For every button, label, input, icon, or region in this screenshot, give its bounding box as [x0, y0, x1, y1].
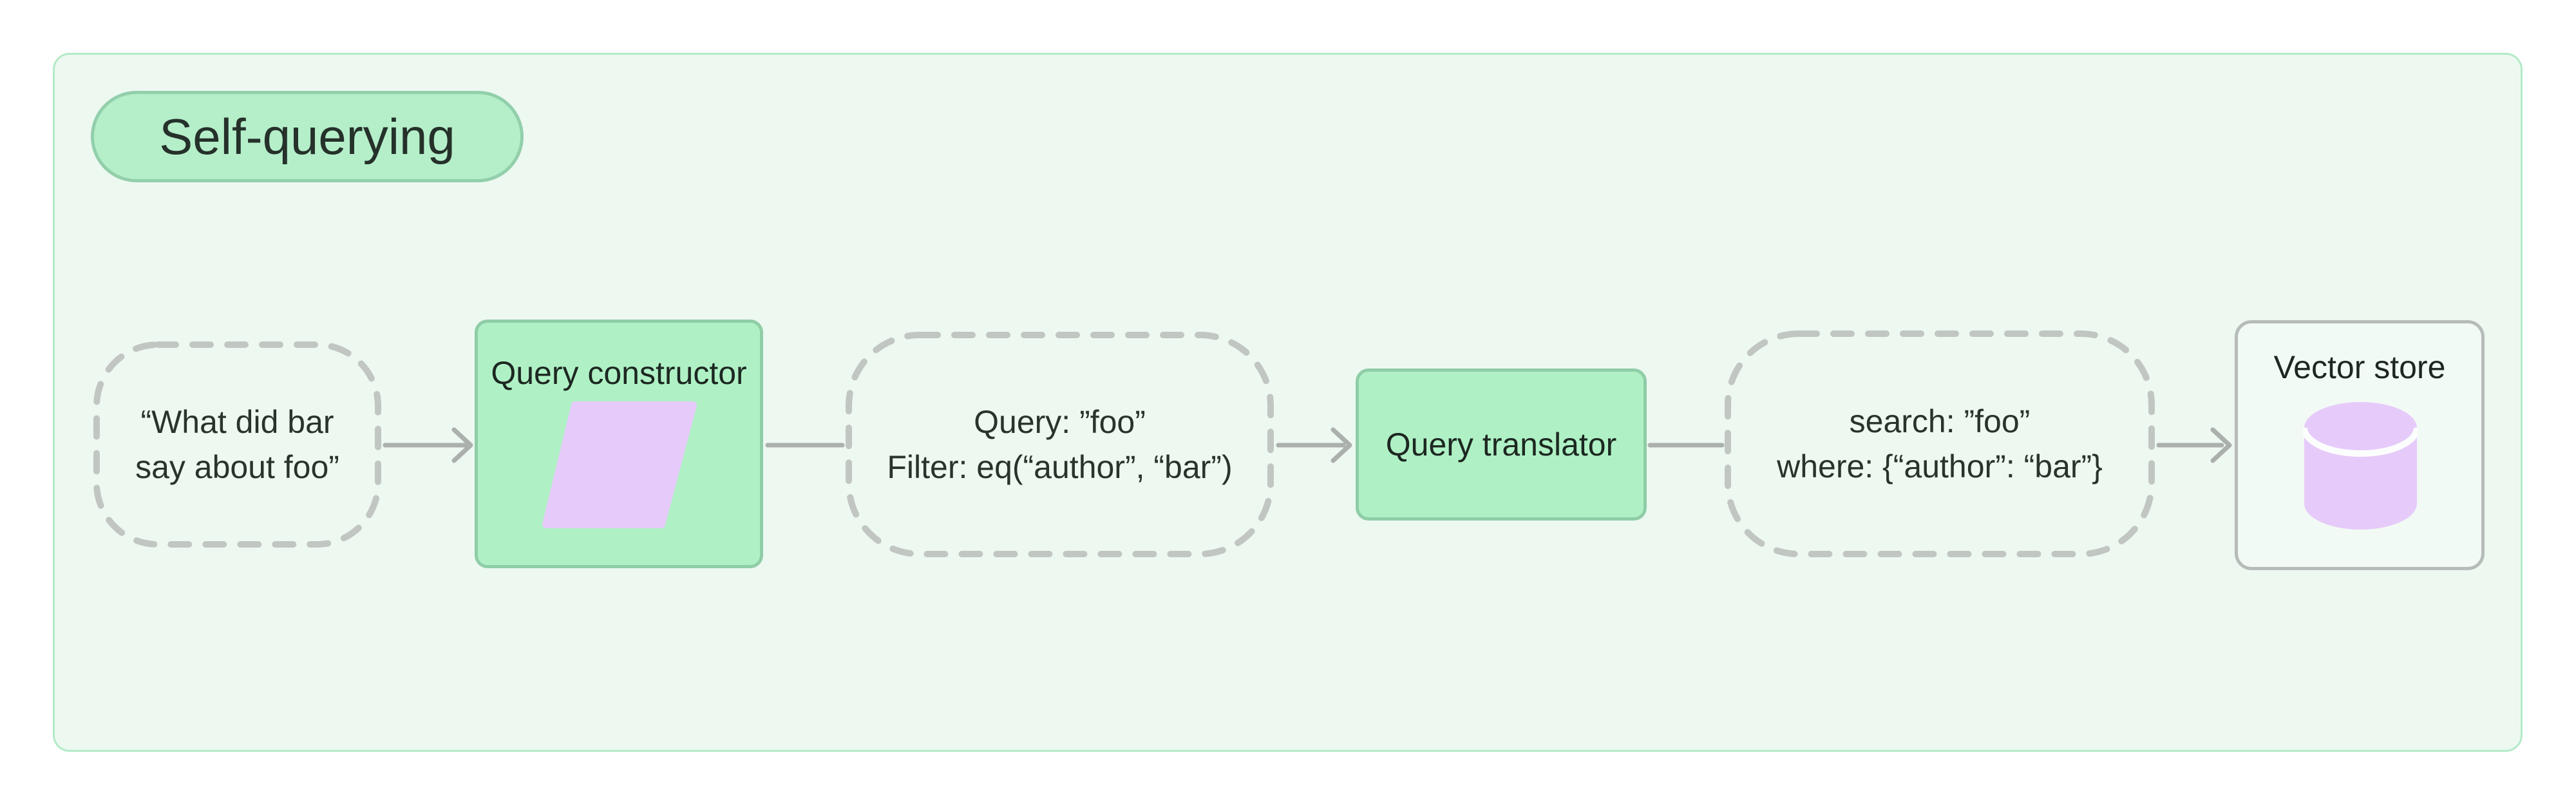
structured-query-node: Query: ”foo” Filter: eq(“author”, “bar”): [846, 332, 1274, 557]
database-cylinder-icon: [2303, 402, 2418, 530]
translated-query-node: search: ”foo” where: {“author”: “bar”}: [1725, 330, 2155, 557]
structured-query-line1: Query: ”foo”: [974, 404, 1146, 440]
query-constructor-label: Query constructor: [491, 355, 747, 391]
parallelogram-icon: [542, 401, 697, 528]
translated-query-line2: where: {“author”: “bar”}: [1777, 448, 2103, 484]
vector-store-label: Vector store: [2273, 349, 2446, 385]
diagram-title: Self-querying: [159, 108, 455, 165]
translated-query-line1: search: ”foo”: [1849, 403, 2031, 439]
query-translator-label: Query translator: [1385, 426, 1617, 463]
user-query-line1: “What did bar: [140, 404, 334, 440]
diagram-title-badge: Self-querying: [91, 91, 524, 182]
user-query-line2: say about foo”: [135, 449, 339, 485]
user-query-node: “What did bar say about foo”: [93, 341, 381, 548]
query-translator-node: Query translator: [1356, 368, 1647, 521]
vector-store-node: Vector store: [2235, 320, 2485, 570]
structured-query-line2: Filter: eq(“author”, “bar”): [887, 449, 1233, 485]
query-constructor-node: Query constructor: [475, 320, 763, 568]
